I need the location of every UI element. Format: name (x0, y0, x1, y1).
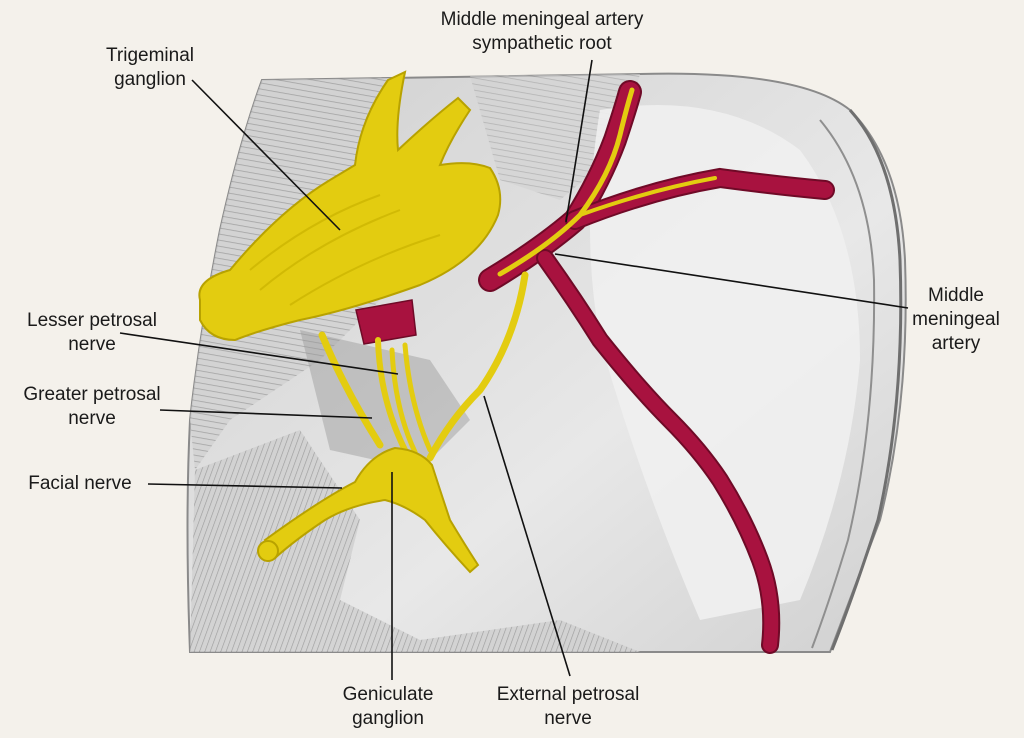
label-line: Middle (928, 285, 984, 306)
label-line: Geniculate (342, 684, 434, 705)
leader-lesser-petrosal (119, 332, 399, 375)
label-line: Lesser petrosal (27, 310, 157, 331)
label-facial-nerve: Facial nerve (28, 472, 132, 496)
label-line: Trigeminal (106, 45, 194, 66)
label-line: Facial nerve (28, 473, 132, 494)
label-line: nerve (68, 334, 116, 355)
label-line: artery (931, 333, 981, 354)
leader-middle-meningeal-artery (554, 253, 909, 309)
label-line: sympathetic root (472, 33, 612, 54)
leader-mma-sympathetic-root (565, 59, 593, 223)
fossa-light (590, 105, 860, 620)
label-mma-sympathetic-root: Middle meningeal artery sympathetic root (441, 8, 644, 56)
label-line: nerve (68, 408, 116, 429)
label-greater-petrosal-nerve: Greater petrosal nerve (23, 383, 160, 431)
label-middle-meningeal-artery: Middle meningeal artery (912, 284, 1000, 356)
label-line: nerve (544, 708, 592, 729)
bone-rim (830, 108, 903, 651)
leader-greater-petrosal (159, 409, 373, 419)
label-line: External petrosal (496, 684, 640, 705)
bone-rim-inner (811, 119, 876, 649)
label-line: ganglion (352, 708, 424, 729)
petrosal-nerves (318, 271, 529, 462)
label-line: ganglion (114, 69, 186, 90)
trigeminal-ganglion-shape (198, 70, 502, 342)
label-geniculate-ganglion: Geniculate ganglion (343, 683, 434, 731)
bone-hatched-bottom (190, 430, 640, 652)
label-line: Middle meningeal artery (440, 9, 644, 30)
label-trigeminal-ganglion: Trigeminal ganglion (106, 44, 194, 92)
facial-nerve-shape (257, 446, 480, 574)
sympathetic-root-branch (578, 176, 717, 217)
leader-trigeminal-ganglion (191, 79, 341, 231)
label-lesser-petrosal-nerve: Lesser petrosal nerve (27, 309, 157, 357)
label-external-petrosal-nerve: External petrosal nerve (497, 683, 640, 731)
artery-stub (355, 299, 417, 345)
label-line: meningeal (912, 309, 1000, 330)
leader-external-petrosal (483, 395, 571, 677)
sympathetic-root-nerve (497, 87, 635, 277)
label-line: Greater petrosal (23, 384, 161, 405)
leader-facial-nerve (147, 483, 343, 489)
leader-lines (119, 59, 909, 680)
